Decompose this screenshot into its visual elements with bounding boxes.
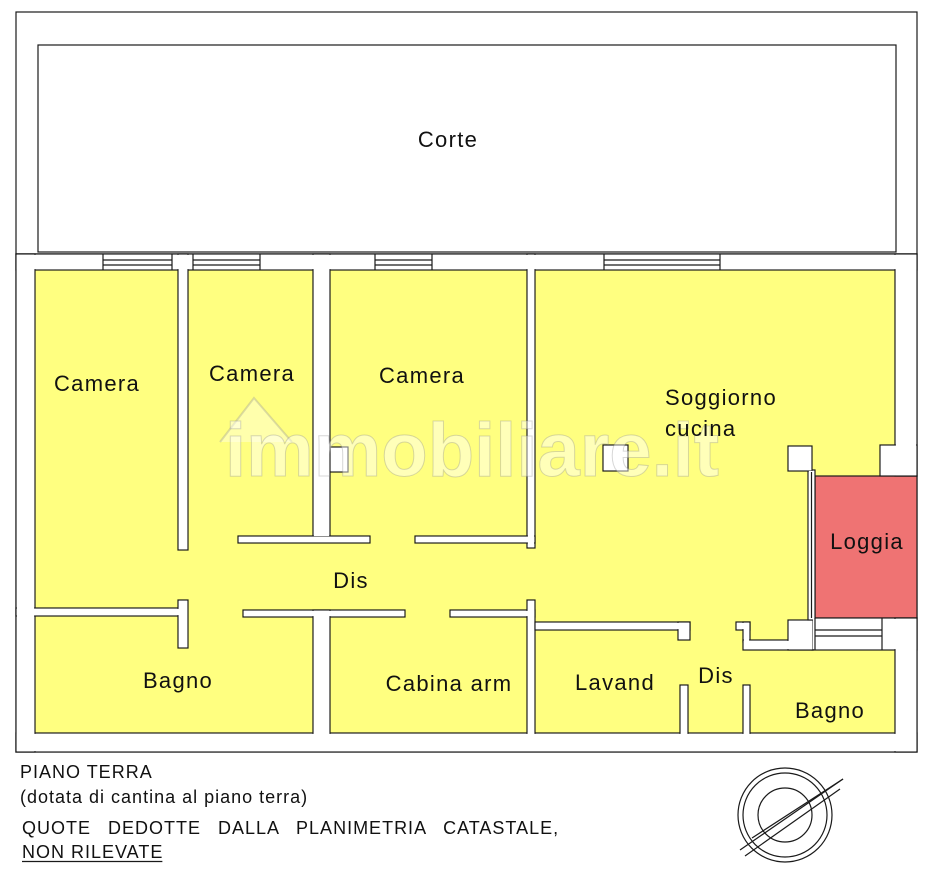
label-cabina-arm: Cabina arm (386, 671, 513, 696)
wall-core (330, 447, 348, 472)
room-labels: Camera Camera Camera Soggiorno cucina Lo… (54, 361, 904, 723)
wall-core (743, 640, 813, 650)
wall-core (415, 536, 535, 543)
wall-core (788, 620, 813, 650)
survey-note-line2: NON RILEVATE (22, 842, 163, 862)
watermark: immobiliare.it (219, 396, 720, 494)
room-lavand (531, 625, 684, 735)
window (102, 254, 173, 270)
room-cabina-arm (320, 612, 531, 737)
survey-note-line1: QUOTE DEDOTTE DALLA PLANIMETRIA CATASTAL… (22, 818, 559, 838)
wall-core (880, 445, 917, 476)
label-lavand: Lavand (575, 670, 655, 695)
wall-core (603, 445, 628, 471)
wall-core (16, 608, 180, 616)
floor-note: PIANO TERRA (20, 762, 153, 782)
label-camera-middle: Camera (209, 361, 295, 386)
label-soggiorno: Soggiorno (665, 385, 777, 410)
label-camera-left: Camera (54, 371, 140, 396)
wall-core (16, 254, 35, 752)
room-bagno-right (746, 645, 899, 737)
wall-core (238, 536, 370, 543)
wall-core (178, 600, 188, 648)
label-dis-corridor: Dis (333, 568, 369, 593)
room-bagno-left (30, 612, 320, 737)
label-cucina: cucina (665, 416, 736, 441)
walls (15, 253, 918, 753)
courtyard-label: Corte (418, 127, 478, 152)
label-bagno-right: Bagno (795, 698, 865, 723)
wall-core (680, 685, 688, 735)
wall-core (313, 610, 330, 735)
wall-core (527, 600, 535, 735)
wall-core (743, 685, 750, 735)
wall-core (16, 254, 917, 270)
cellar-note: (dotata di cantina al piano terra) (20, 787, 308, 807)
compass-outer-ring (737, 767, 833, 863)
wall-core (743, 622, 750, 642)
wall-core (16, 733, 917, 752)
window (603, 254, 721, 270)
label-dis-small: Dis (698, 663, 734, 688)
compass-needle-line (751, 778, 844, 839)
plan-notes: PIANO TERRA (dotata di cantina al piano … (20, 762, 559, 863)
compass-inner-ring (742, 772, 828, 858)
room-camera-middle (185, 265, 317, 538)
wall-core (895, 618, 917, 752)
north-arrow-icon (737, 767, 844, 863)
label-bagno-left: Bagno (143, 668, 213, 693)
wall-core (450, 610, 535, 617)
watermark-house-icon (219, 396, 293, 443)
wall-core (678, 622, 690, 640)
wall-core (178, 254, 188, 550)
wall-core (788, 446, 812, 471)
wall-core (535, 622, 690, 630)
compass-center-ring (757, 787, 813, 843)
watermark-text: immobiliare.it (225, 408, 719, 493)
compass-needle-line (744, 788, 841, 857)
window (192, 254, 261, 270)
windows (102, 254, 883, 650)
wall-core (527, 254, 535, 548)
window (814, 618, 883, 650)
window (374, 254, 433, 270)
wall-core (313, 254, 330, 537)
label-camera-right: Camera (379, 363, 465, 388)
room-dis-small (684, 618, 792, 737)
room-camera-right (325, 265, 531, 538)
wall-core (736, 622, 750, 630)
room-dis-corridor (30, 535, 815, 613)
rooms (30, 265, 899, 737)
courtyard-area (37, 44, 897, 253)
wall-core (895, 254, 917, 476)
label-loggia: Loggia (830, 529, 904, 554)
